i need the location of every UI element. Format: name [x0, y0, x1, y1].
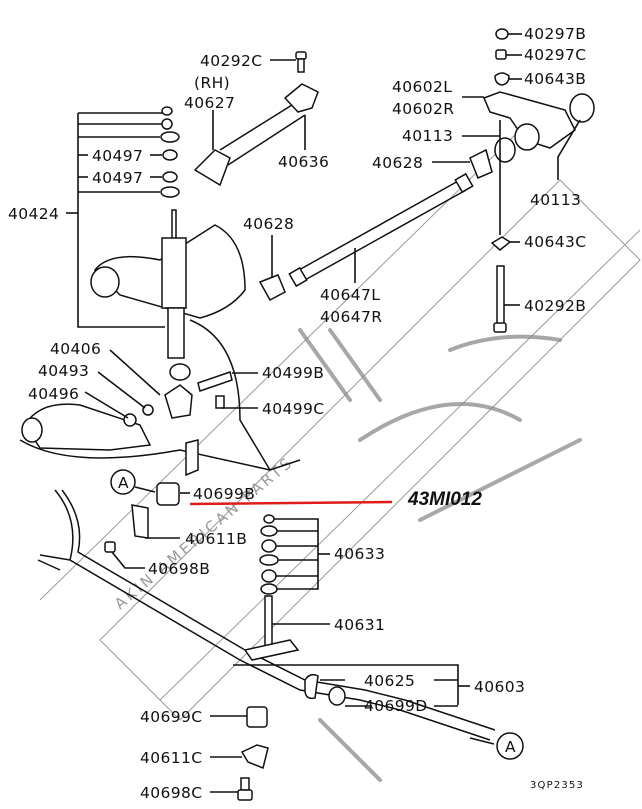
part-40602-upper-arm	[432, 91, 595, 235]
label-40406: 40406	[50, 340, 101, 358]
part-stabilizer-front: A	[37, 469, 496, 741]
part-40292C	[270, 51, 307, 73]
part-40647-torsion-bar	[258, 172, 474, 302]
part-40627-arm	[193, 83, 319, 187]
label-40602L: 40602L	[392, 78, 452, 96]
label-40499B: 40499B	[262, 364, 324, 382]
label-40699B: 40699B	[193, 485, 255, 503]
label-40628-upper: 40628	[372, 154, 423, 172]
part-bottom-left	[210, 706, 269, 801]
callout-marker-a	[110, 469, 136, 495]
label-40699D: 40699D	[364, 697, 428, 715]
label-40493: 40493	[38, 362, 89, 380]
part-40603-group: A	[233, 664, 524, 760]
label-40292C: 40292C	[200, 52, 263, 70]
part-40631-link	[243, 514, 330, 661]
label-40647R: 40647R	[320, 308, 382, 326]
label-40631: 40631	[334, 616, 385, 634]
label-40424: 40424	[8, 205, 59, 223]
label-40603: 40603	[474, 678, 525, 696]
bracket-40424	[66, 106, 180, 328]
label-40497-b: 40497	[92, 169, 143, 187]
reference-code-43MI012: 43MI012	[407, 489, 482, 510]
figure-code: 3QP2353	[530, 780, 584, 791]
label-40113-upper: 40113	[402, 127, 453, 145]
label-40627: 40627	[184, 94, 235, 112]
label-40633: 40633	[334, 545, 385, 563]
label-40297B: 40297B	[524, 25, 586, 43]
label-40625: 40625	[364, 672, 415, 690]
label-40628-lower: 40628	[243, 215, 294, 233]
label-40499C: 40499C	[262, 400, 325, 418]
label-40699C: 40699C	[140, 708, 203, 726]
svg-text:A: A	[505, 738, 516, 756]
svg-text:A: A	[118, 474, 129, 492]
callout-marker-a-end	[496, 732, 524, 760]
label-40698C: 40698C	[140, 784, 203, 802]
label-40297C: 40297C	[524, 46, 587, 64]
part-40643C	[490, 236, 520, 251]
label-40497-a: 40497	[92, 147, 143, 165]
part-nuts-40297	[494, 28, 522, 86]
part-shock-absorber	[90, 209, 271, 471]
label-40643B: 40643B	[524, 70, 586, 88]
label-40496: 40496	[28, 385, 79, 403]
label-40292B: 40292B	[524, 297, 586, 315]
label-rh-note: (RH)	[194, 74, 230, 92]
part-labels: 40292C (RH) 40627 40636 40297B 40297C 40…	[8, 25, 587, 802]
label-40698B: 40698B	[148, 560, 210, 578]
label-40113-lower: 40113	[530, 191, 581, 209]
label-40643C: 40643C	[524, 233, 587, 251]
part-40292B-bolt	[493, 265, 520, 333]
label-40611C: 40611C	[140, 749, 203, 767]
label-40611B: 40611B	[185, 530, 247, 548]
label-40647L: 40647L	[320, 286, 380, 304]
label-40636: 40636	[278, 153, 329, 171]
reference-leader-line	[189, 500, 393, 506]
part-lower-arm	[19, 349, 301, 477]
label-40602R: 40602R	[392, 100, 454, 118]
watermark: AKIN AMERICAN PARTS	[39, 129, 641, 782]
